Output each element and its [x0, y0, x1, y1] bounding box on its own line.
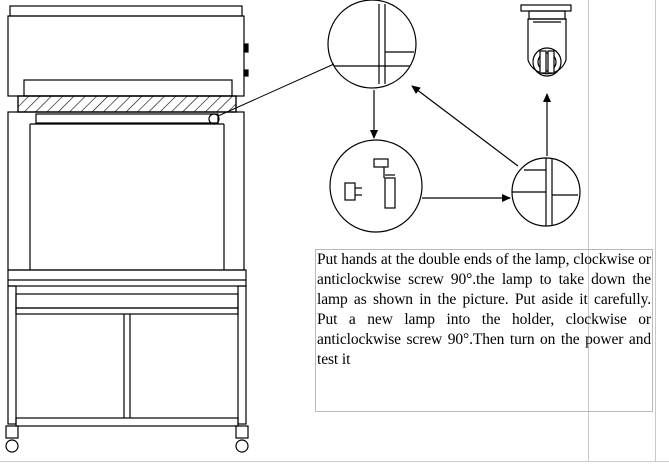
stand-leg-left: [7, 285, 17, 425]
cabinet-front-window: [7, 111, 245, 271]
flow-arrows: [370, 85, 551, 202]
instruction-text-box: Put hands at the double ends of the lamp…: [315, 249, 653, 412]
zoom-circle-removed-lamp: [329, 139, 423, 233]
zoom-circle-detail: [327, 0, 417, 89]
caster-mount-left: [5, 425, 19, 439]
lamp-tube: [35, 113, 219, 124]
cabinet-drawing: [5, 5, 249, 453]
cabinet-side-knob-2: [243, 69, 249, 77]
caster-wheel-left: [5, 439, 19, 453]
cabinet-side-knob: [243, 43, 249, 53]
instruction-paragraph: Put hands at the double ends of the lamp…: [317, 251, 651, 368]
arrow-diagonal: [411, 85, 519, 167]
stand-crossbar-top: [15, 293, 239, 309]
lamp-holder-top-view: [520, 4, 572, 77]
caster-mount-right: [235, 425, 249, 439]
zoom-circle-holder: [511, 157, 581, 227]
page-guide-horizontal: [0, 461, 669, 462]
work-surface: [7, 269, 247, 287]
page-guide-vertical: [588, 0, 589, 461]
cabinet-upper-body: [7, 15, 245, 97]
lamp-cover: [23, 79, 233, 97]
page-guide-right: [655, 0, 656, 461]
cabinet-top-strip: [9, 5, 243, 17]
caster-wheel-right: [235, 439, 249, 453]
stand-crossbar-bottom: [15, 417, 239, 427]
hatched-lamp-panel: [17, 95, 237, 113]
stand-leg-right: [237, 285, 247, 425]
zoom-leader-line: [217, 63, 335, 117]
